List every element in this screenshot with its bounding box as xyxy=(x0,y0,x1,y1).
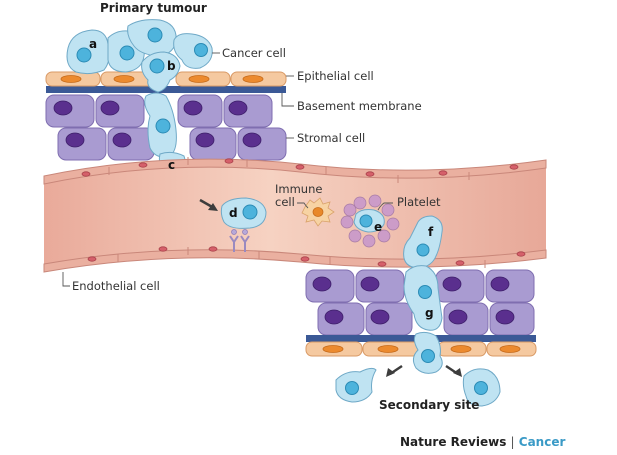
adhesion-receptors xyxy=(229,235,250,252)
extravasating-cancer-cell-f xyxy=(403,215,443,269)
cancer-cell xyxy=(173,33,213,69)
platelet-cloaked-cell-e xyxy=(340,194,400,248)
step-letter-b: b xyxy=(167,59,176,73)
invading-cancer-cell-g xyxy=(403,265,443,374)
primary-tumour-cells xyxy=(66,19,213,93)
label-basement-membrane: Basement membrane xyxy=(297,99,422,113)
label-epithelial-cell: Epithelial cell xyxy=(297,69,374,83)
arrowhead-icon xyxy=(208,203,218,211)
arrowhead-icon xyxy=(386,368,395,377)
label-platelet: Platelet xyxy=(397,195,441,209)
step-letter-d: d xyxy=(229,206,238,220)
endothelial-layer-top xyxy=(43,158,547,185)
journal-name: Cancer xyxy=(518,435,566,449)
platelets xyxy=(340,194,400,248)
cancer-cell xyxy=(403,215,443,269)
step-letter-f: f xyxy=(428,225,434,239)
figure-credit: Nature Reviews | Cancer xyxy=(400,435,565,449)
step-letter-e: e xyxy=(374,220,382,234)
colonising-cells xyxy=(335,367,501,407)
label-stromal-cell: Stromal cell xyxy=(297,131,365,145)
basement-membrane xyxy=(46,86,286,93)
stromal-cell xyxy=(189,127,237,161)
step-letter-c: c xyxy=(168,158,175,172)
blood-vessel xyxy=(43,157,547,273)
step-letter-a: a xyxy=(89,37,97,51)
arrowhead-icon xyxy=(453,368,462,377)
label-immune-cell-line2: cell xyxy=(275,195,295,209)
label-immune-cell-line1: Immune xyxy=(275,182,322,196)
label-secondary-site: Secondary site xyxy=(379,398,479,412)
immune-cell xyxy=(301,197,335,227)
credit-separator: | xyxy=(510,435,515,449)
primary-epithelial-layer xyxy=(45,71,287,87)
circulating-cancer-cell-d xyxy=(220,197,267,252)
label-endothelial-cell: Endothelial cell xyxy=(72,279,160,293)
primary-tumour-title: Primary tumour xyxy=(100,1,207,15)
publisher-name: Nature Reviews xyxy=(400,435,507,449)
label-cancer-cell: Cancer cell xyxy=(222,46,286,60)
step-letter-g: g xyxy=(425,306,434,320)
